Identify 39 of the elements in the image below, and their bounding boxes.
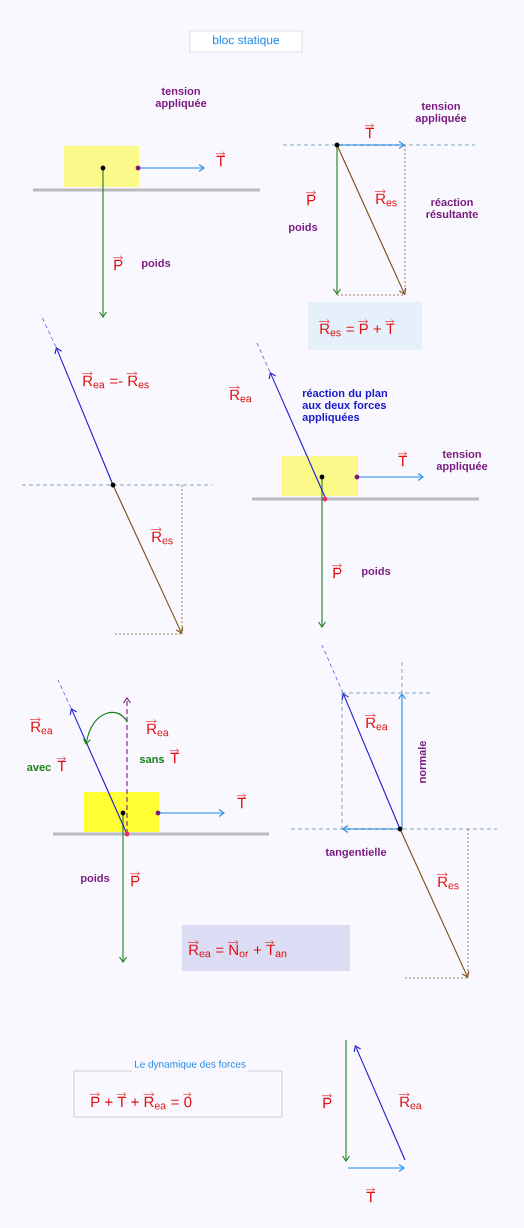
force-label: normale: [417, 741, 427, 783]
force-label: poids: [81, 873, 110, 885]
equation-box: R$_{ea}$ = N$_{or}$ + T$_{an}$: [182, 925, 350, 971]
vector-label: T: [365, 1187, 375, 1203]
vector-label: T: [364, 123, 374, 139]
vector-label: R$_{ea}$: [228, 385, 252, 403]
vector-label: R$_{es}$: [150, 527, 173, 545]
force-label: poids: [289, 222, 318, 234]
force-label: tension appliquée: [415, 101, 467, 125]
node-label: Le dynamique des forces: [134, 1060, 246, 1070]
vector-label: T: [215, 151, 225, 167]
force-label: réaction du plan aux deux forces appliquées: [302, 388, 387, 424]
vector-label: R$_{ea}$: [364, 713, 388, 731]
title-box: bloc statique: [189, 30, 303, 53]
equation-box: Le dynamique des forces P + T + R$_{ea}$ = 0: [73, 1058, 283, 1118]
vector-label: T: [169, 748, 179, 764]
vector-label: R$_{ea}$ =- R$_{es}$: [81, 371, 149, 389]
vector-label: R$_{es}$: [436, 872, 459, 890]
vector-label: T: [397, 451, 408, 467]
force-label: poids: [362, 566, 391, 578]
force-label: poids: [142, 258, 171, 270]
force-label: tangentielle: [325, 847, 387, 859]
force-label: sans: [139, 757, 165, 763]
force-label: réaction résultante: [426, 197, 478, 219]
vector-label: P: [305, 190, 316, 206]
vector-label: P: [331, 563, 342, 579]
force-label: tension appliquée: [436, 449, 488, 473]
force-label: tension appliquée: [155, 86, 207, 110]
vector-label: T: [56, 756, 66, 772]
vector-label: P: [129, 871, 140, 887]
vector-label: P: [321, 1093, 332, 1109]
vector-label: P: [112, 255, 123, 271]
equation-box: R$_{es}$ = P + T: [308, 302, 422, 350]
vector-label: R$_{ea}$: [398, 1092, 422, 1110]
vector-label: T: [236, 793, 246, 809]
vector-label: R$_{ea}$: [145, 719, 169, 737]
vector-label: R$_{ea}$: [29, 717, 53, 735]
force-label: avec: [27, 765, 51, 771]
vector-label: R$_{es}$: [374, 189, 397, 207]
